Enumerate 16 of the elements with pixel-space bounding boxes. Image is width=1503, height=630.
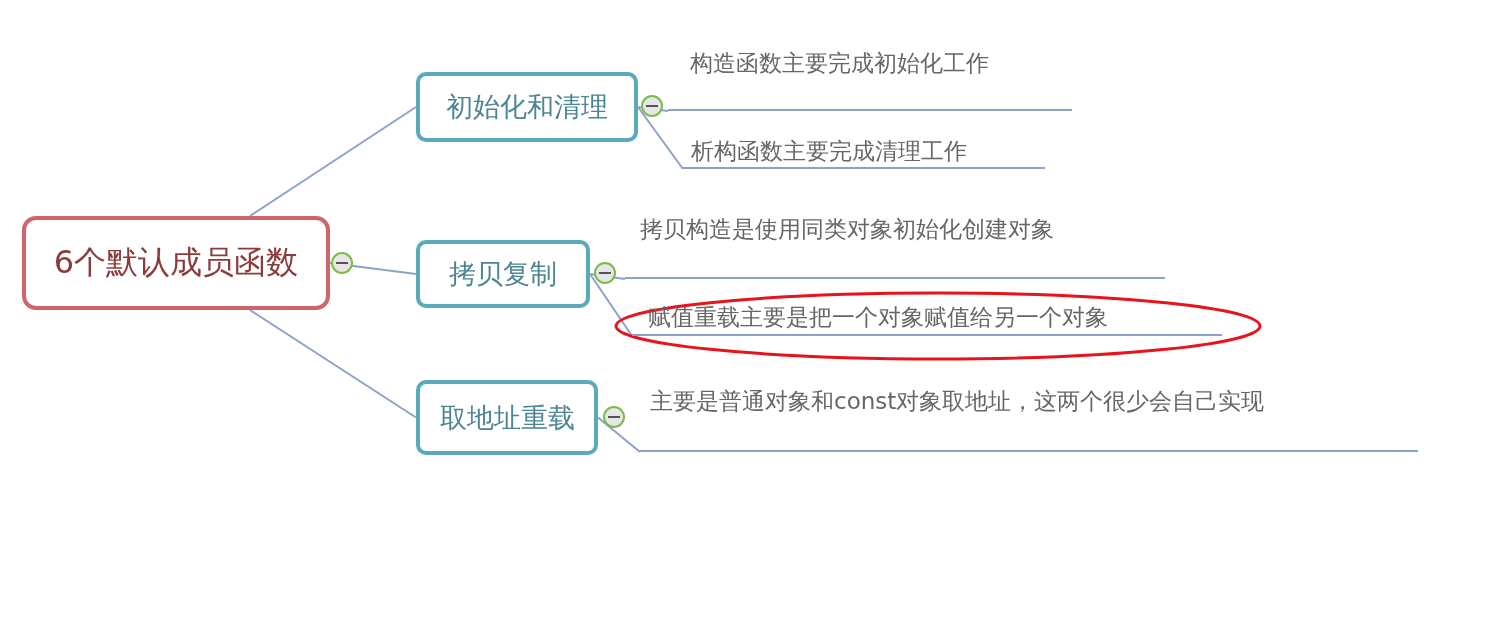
connector-line [637, 106, 669, 112]
topic-box: 初始化和清理 [416, 72, 638, 142]
subtopic-text: 拷贝构造是使用同类对象初始化创建对象 [625, 214, 1165, 279]
connector-line [248, 309, 417, 419]
connector-line [248, 106, 417, 217]
topic-box: 取地址重载 [416, 380, 598, 455]
connector-line [589, 273, 626, 280]
root-topic-box: 6个默认成员函数 [22, 216, 330, 310]
subtopic-text: 析构函数主要完成清理工作 [683, 136, 1045, 169]
connector-line [637, 106, 684, 170]
subtopic-text: 构造函数主要完成初始化工作 [668, 48, 1072, 111]
topic-box: 拷贝复制 [416, 240, 590, 308]
connector-line [597, 416, 641, 453]
subtopic-text: 赋值重载主要是把一个对象赋值给另一个对象 [632, 302, 1222, 336]
connector-line [589, 273, 633, 337]
subtopic-text: 主要是普通对象和const对象取地址，这两个很少会自己实现 [640, 386, 1418, 452]
